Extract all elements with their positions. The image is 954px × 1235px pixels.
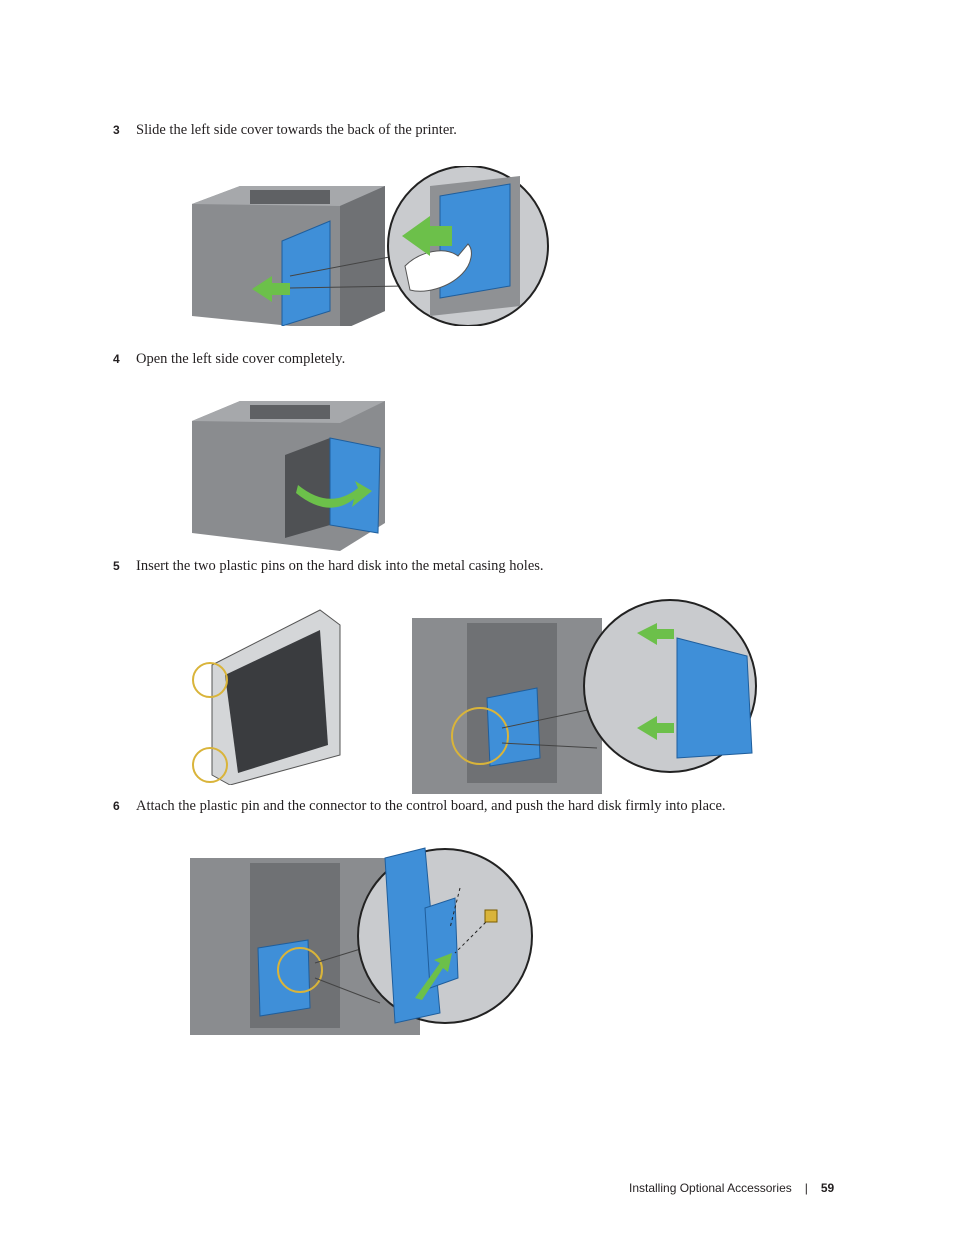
hard-disk-zoom [676,637,753,759]
step-text: Slide the left side cover towards the ba… [136,122,457,138]
curved-arrow-icon [296,481,372,508]
step-text: Insert the two plastic pins on the hard … [136,558,544,574]
board-socket [484,909,498,923]
illustration-open-cover [192,401,385,551]
step-number: 6 [113,799,120,813]
step-text: Attach the plastic pin and the connector… [136,798,726,814]
step-6: 6 Attach the plastic pin and the connecto… [113,797,726,815]
step-number: 3 [113,123,120,137]
page-number: 59 [820,1181,835,1195]
step-3: 3 Slide the left side cover towards the b… [113,121,457,139]
step-number: 5 [113,559,120,573]
left-arrow-icon [402,216,452,256]
footer-separator: | [804,1181,808,1195]
illustration-insert-pins [412,599,757,794]
hard-disk [257,939,311,1017]
side-cover [329,437,381,534]
illustration-hard-disk [192,609,341,785]
hand-icon [404,243,472,292]
pin-highlight [451,707,509,765]
pin-highlight [192,662,228,698]
page-footer: Installing Optional Accessories | 59 [629,1181,834,1195]
connector [424,897,459,989]
curved-arrow-icon [415,953,452,1000]
side-cover [281,220,331,326]
left-arrow-icon [637,716,674,740]
connector-highlight [277,947,323,993]
footer-section-title: Installing Optional Accessories [629,1181,792,1195]
pin-highlight [192,747,228,783]
step-5: 5 Insert the two plastic pins on the hard… [113,557,544,575]
left-arrow-icon [637,623,674,645]
step-text: Open the left side cover completely. [136,351,346,367]
hard-disk-zoom [384,847,441,1024]
step-number: 4 [113,352,120,366]
illustration-attach-connector [190,847,533,1035]
step-4: 4 Open the left side cover completely. [113,350,345,368]
illustration-slide-cover [192,166,549,326]
left-arrow-icon [252,276,290,302]
hard-disk [486,687,541,767]
